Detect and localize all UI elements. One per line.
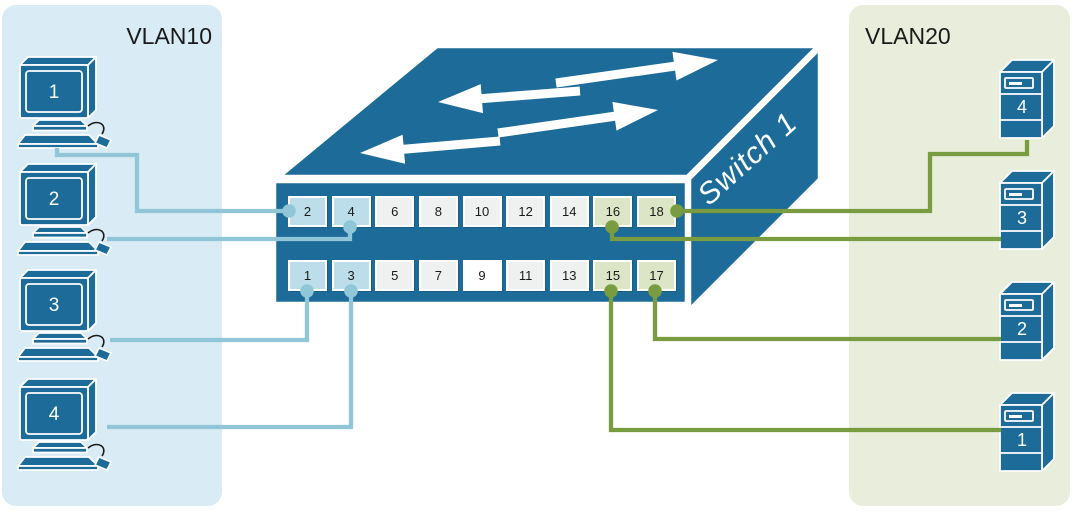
monitor-side <box>87 56 97 119</box>
keyboard-front <box>17 250 99 256</box>
server-3[interactable]: 3 <box>998 169 1060 264</box>
drive-slot-dash <box>1009 415 1022 418</box>
vlan20-label: VLAN20 <box>865 23 951 49</box>
monitor-front <box>19 277 89 332</box>
port-16[interactable]: 16 <box>593 196 633 227</box>
port-1[interactable]: 1 <box>288 260 327 291</box>
port-17[interactable]: 17 <box>637 260 676 291</box>
monitor-front <box>19 64 89 119</box>
mouse-cable <box>87 228 105 242</box>
drive-slot-dash <box>1009 82 1022 85</box>
monitor-stand-front <box>32 125 88 132</box>
device-number: 1 <box>1017 430 1027 450</box>
traffic-arrow-icon <box>555 51 718 88</box>
server-1[interactable]: 1 <box>998 391 1060 486</box>
screen-border <box>25 392 83 435</box>
traffic-arrow-icon <box>497 101 658 138</box>
monitor-front <box>19 386 89 441</box>
port-5[interactable]: 5 <box>375 260 415 291</box>
keyboard-front <box>17 356 99 362</box>
server-side <box>1041 281 1055 361</box>
monitor-stand-front <box>32 447 88 454</box>
monitor-top <box>19 378 97 388</box>
switch-traffic-arrows-icon <box>360 51 718 164</box>
port-18[interactable]: 18 <box>637 196 676 227</box>
monitor-side <box>87 269 97 332</box>
port-7[interactable]: 7 <box>418 260 458 291</box>
server-side <box>1041 59 1055 139</box>
port-3[interactable]: 3 <box>331 260 371 291</box>
computer-3[interactable]: 3 <box>15 268 115 370</box>
port-4[interactable]: 4 <box>331 196 371 227</box>
drive-slot-dash <box>1009 193 1022 196</box>
traffic-arrow-icon <box>438 84 581 114</box>
port-2[interactable]: 2 <box>288 196 327 227</box>
vlan10-label: VLAN10 <box>126 23 212 49</box>
monitor-top <box>19 269 97 279</box>
device-number: 2 <box>49 189 60 210</box>
computer-2[interactable]: 2 <box>15 162 115 264</box>
computer-1[interactable]: 1 <box>15 55 115 157</box>
device-number: 4 <box>49 404 60 425</box>
screen-border <box>25 283 83 326</box>
keyboard-front <box>17 143 99 149</box>
drive-slot-icon <box>1004 410 1034 422</box>
monitor-top <box>19 163 97 173</box>
server-4[interactable]: 4 <box>998 58 1060 153</box>
port-15[interactable]: 15 <box>593 260 633 291</box>
server-2[interactable]: 2 <box>998 280 1060 375</box>
device-number: 4 <box>1017 97 1027 117</box>
keyboard-top <box>17 347 99 358</box>
drive-slot-dash <box>1009 304 1022 307</box>
server-front <box>999 293 1043 361</box>
keyboard-top <box>17 456 99 467</box>
device-number: 2 <box>1017 319 1027 339</box>
device-number: 3 <box>1017 208 1027 228</box>
port-12[interactable]: 12 <box>506 196 546 227</box>
monitor-stand-front <box>32 338 88 345</box>
screen-border <box>25 70 83 113</box>
traffic-arrow-icon <box>360 134 501 164</box>
monitor-side <box>87 163 97 226</box>
port-11[interactable]: 11 <box>506 260 546 291</box>
monitor-side <box>87 378 97 441</box>
server-side <box>1041 392 1055 472</box>
port-9[interactable]: 9 <box>462 260 502 291</box>
mouse-icon <box>94 456 112 471</box>
port-10[interactable]: 10 <box>462 196 502 227</box>
monitor-top <box>19 56 97 66</box>
drive-slot-icon <box>1004 77 1034 89</box>
mouse-cable <box>87 443 105 457</box>
mouse-icon <box>94 241 112 256</box>
keyboard-top <box>17 134 99 145</box>
mouse-cable <box>87 334 105 348</box>
port-14[interactable]: 14 <box>549 196 589 227</box>
port-8[interactable]: 8 <box>418 196 458 227</box>
drive-slot-icon <box>1004 299 1034 311</box>
monitor-stand-front <box>32 232 88 239</box>
port-6[interactable]: 6 <box>375 196 415 227</box>
device-number: 3 <box>49 295 60 316</box>
device-number: 1 <box>49 82 60 103</box>
keyboard-top <box>17 241 99 252</box>
computer-4[interactable]: 4 <box>15 377 115 479</box>
keyboard-front <box>17 465 99 471</box>
mouse-cable <box>87 121 105 135</box>
server-side <box>1041 170 1055 250</box>
port-13[interactable]: 13 <box>549 260 589 291</box>
